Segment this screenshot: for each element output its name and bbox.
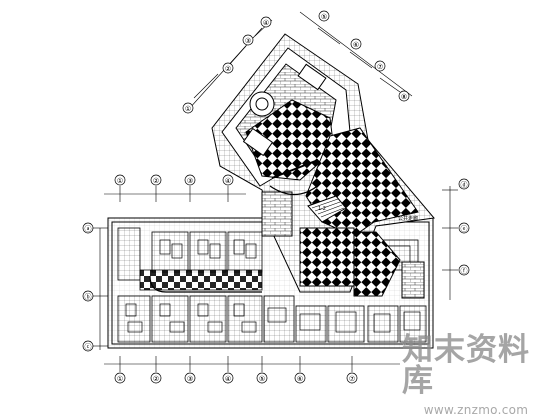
stair [307, 195, 347, 223]
axis-top-1: ① [117, 177, 123, 185]
axis-bottom-4: ④ [225, 375, 231, 383]
bubbles-diagonal [182, 10, 410, 114]
bubbles-top [114, 174, 234, 186]
axis-diag-6: ⑥ [353, 41, 359, 49]
axis-bottom-3: ③ [187, 375, 193, 383]
axis-bottom-2: ② [153, 375, 159, 383]
axis-diag-8: ⑧ [401, 93, 407, 101]
bubbles-right [458, 178, 470, 276]
axis-diag-3: ③ [245, 37, 251, 45]
axis-diag-5: ⑤ [321, 13, 327, 21]
axis-bottom-1: ① [117, 375, 123, 383]
axis-bottom-5: ⑤ [259, 375, 265, 383]
axis-bottom-7: ⑦ [349, 375, 355, 383]
upper-wing [211, 33, 435, 299]
axis-bottom-6: ⑥ [297, 375, 303, 383]
bubble-labels: ① ② ③ ④ ① ② ③ ④ ⑤ ⑥ ⑦ ⓐ ⓑ ⓒ ⓓ ⓔ ⓕ ① ② ③ … [85, 13, 468, 383]
bubbles-bottom [114, 372, 358, 384]
axis-right-d: ⓓ [461, 181, 468, 189]
watermark-url: www.znzmo.com [423, 403, 529, 417]
axis-diag-4: ④ [263, 19, 269, 27]
fixtures [125, 239, 421, 333]
axis-right-e: ⓔ [461, 225, 468, 233]
axis-right-f: ⓕ [461, 267, 468, 275]
axis-left-c: ⓒ [85, 343, 92, 351]
note-right: 公共走廊 [398, 215, 418, 222]
axis-top-3: ③ [187, 177, 193, 185]
watermark: 知末资料库 www.znzmo.com [402, 335, 550, 418]
watermark-title: 知末资料库 [402, 332, 530, 399]
axis-top-2: ② [153, 177, 159, 185]
bubbles-left [82, 222, 94, 352]
axis-diag-7: ⑦ [377, 63, 383, 71]
axis-diag-1: ① [185, 105, 191, 113]
note-center: 1.2 [318, 206, 326, 212]
axis-bubbles [82, 10, 470, 384]
axis-diag-2: ② [225, 65, 231, 73]
axis-left-a: ⓐ [85, 225, 92, 233]
plan-notes: 公共走廊 1.2 [318, 206, 418, 222]
axis-left-b: ⓑ [85, 293, 92, 301]
axis-top-4: ④ [225, 177, 231, 185]
